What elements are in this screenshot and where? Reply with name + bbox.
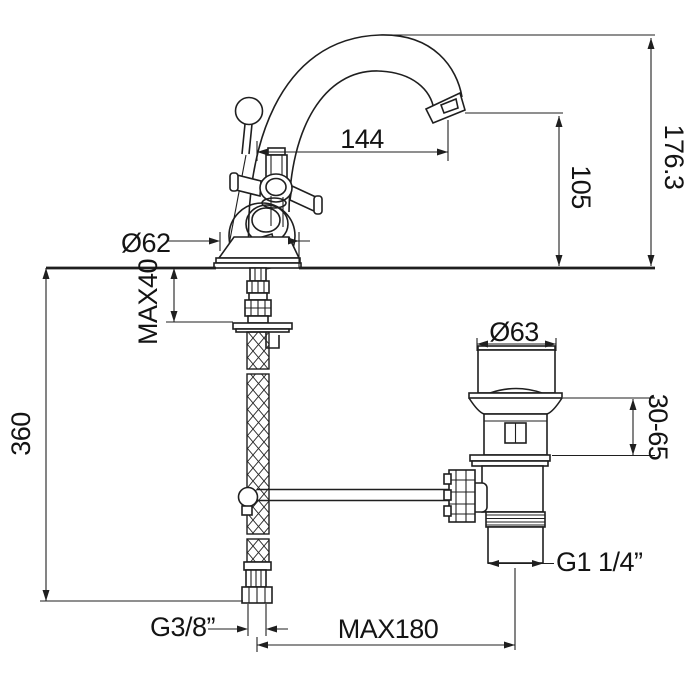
handle-left-arm (235, 173, 262, 198)
drain-top-cup (477, 349, 556, 394)
mounting-hardware (232, 267, 293, 349)
dim-drain-height-range-label: 30-65 (643, 394, 673, 461)
pop-up-linkage (237, 486, 452, 516)
drain-lock-flange (469, 454, 551, 462)
dim-spout-reach-label: 144 (340, 124, 384, 154)
dim-outlet-height-label: 105 (566, 165, 596, 209)
cross-handle (229, 147, 323, 227)
dimension-lines (40, 34, 655, 652)
spout-outlet (424, 91, 466, 125)
dim-max-deck-thickness-label: MAX40 (133, 259, 163, 345)
hose-collar (243, 561, 272, 571)
supply-hose (241, 331, 273, 604)
dim-total-height-label: 176.3 (659, 124, 689, 189)
drain-rim (468, 392, 563, 399)
drain-tailpiece (487, 526, 544, 564)
linkage-ball-joint (237, 486, 259, 508)
spout-outline (247, 34, 466, 255)
clamp-plate (232, 322, 293, 330)
pop-up-rod-knob (227, 96, 264, 251)
dim-supply-thread-label: G3/8” (150, 612, 215, 642)
dim-drain-flange-diameter-label: Ø63 (489, 317, 539, 347)
dim-hose-length-label: 360 (6, 412, 36, 456)
drain-assembly (443, 345, 563, 650)
dim-body-diameter-label: Ø62 (121, 228, 171, 258)
dim-max-drain-offset-label: MAX180 (338, 614, 439, 644)
faucet-base (213, 236, 302, 269)
linkage-nut (443, 469, 476, 523)
dim-drain-thread-label: G1 1/4” (556, 547, 643, 577)
